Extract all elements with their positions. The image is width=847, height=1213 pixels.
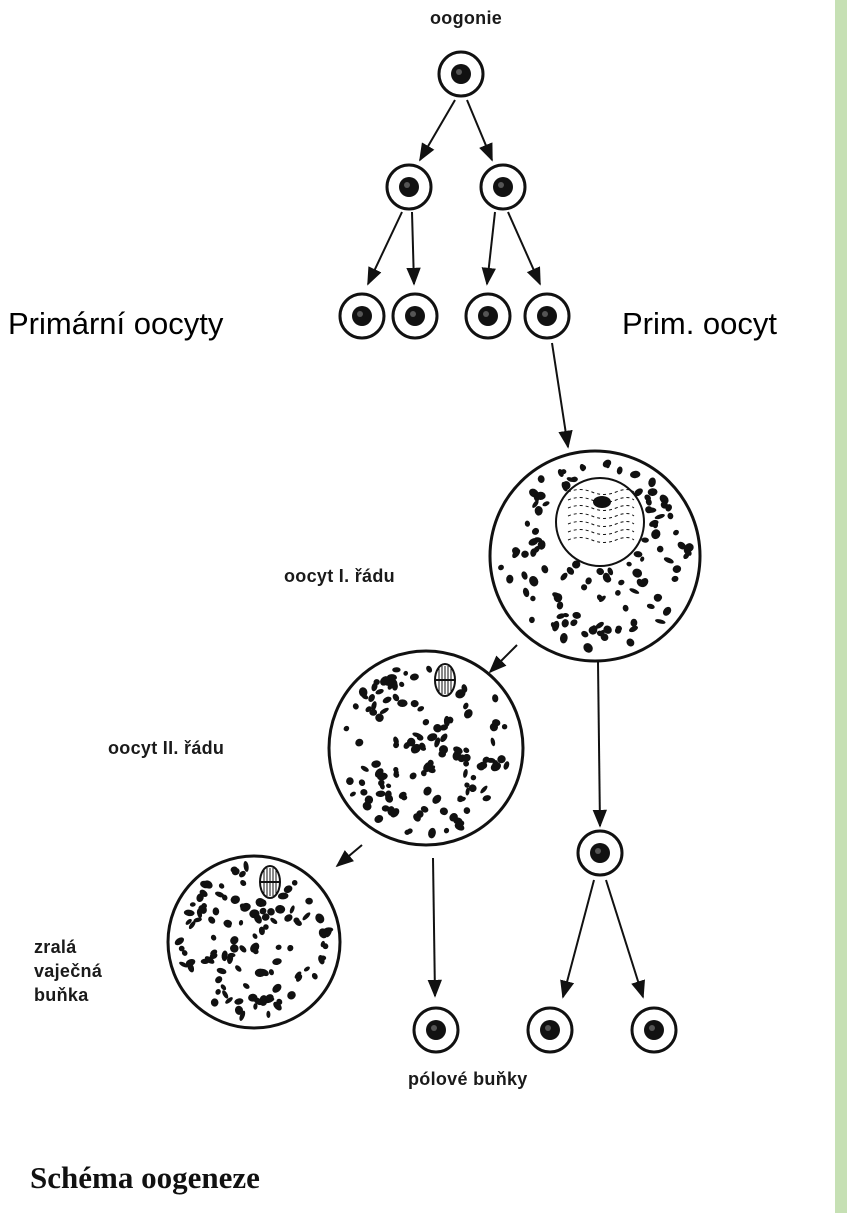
primary-oocyte-4 [525,294,569,338]
oogonie-cell [439,52,483,96]
arrow-7 [552,343,568,447]
primary-oocyte-2 [393,294,437,338]
oogonium-daughter-left [387,165,431,209]
label-oocyt-1-radu: oocyt I. řádu [284,566,395,587]
arrow-12 [337,845,362,866]
arrow-4 [412,212,414,284]
arrow-11 [606,880,643,997]
label-oogonie: oogonie [430,8,502,29]
arrow-6 [508,212,540,284]
primary-oocyte-large-nucleus [556,478,644,566]
mature-egg-cell-spindle [260,866,280,898]
label-bunka: buňka [34,985,89,1006]
arrow-2 [467,100,492,160]
label-primarni-oocyty: Primární oocyty [8,306,223,342]
arrow-9 [598,662,600,826]
arrow-13 [433,858,435,996]
arrow-8 [490,645,517,672]
arrow-3 [368,212,402,284]
label-polove-bunky: pólové buňky [408,1069,528,1090]
label-prim-oocyt: Prim. oocyt [622,306,777,342]
secondary-oocyte-spindle [435,664,455,696]
first-polar-body [578,831,622,875]
arrow-10 [563,880,594,997]
arrow-1 [420,100,455,160]
diagram-title: Schéma oogeneze [30,1160,260,1196]
label-zrala: zralá [34,937,77,958]
label-vajecna: vaječná [34,961,102,982]
primary-oocyte-large [490,451,700,661]
polar-body-3 [632,1008,676,1052]
oogonium-daughter-right [481,165,525,209]
arrow-5 [487,212,495,284]
polar-body-1 [414,1008,458,1052]
primary-oocyte-3 [466,294,510,338]
secondary-oocyte [329,651,523,845]
label-oocyt-2-radu: oocyt II. řádu [108,738,224,759]
primary-oocyte-1 [340,294,384,338]
mature-egg-cell [168,856,340,1028]
polar-body-2 [528,1008,572,1052]
